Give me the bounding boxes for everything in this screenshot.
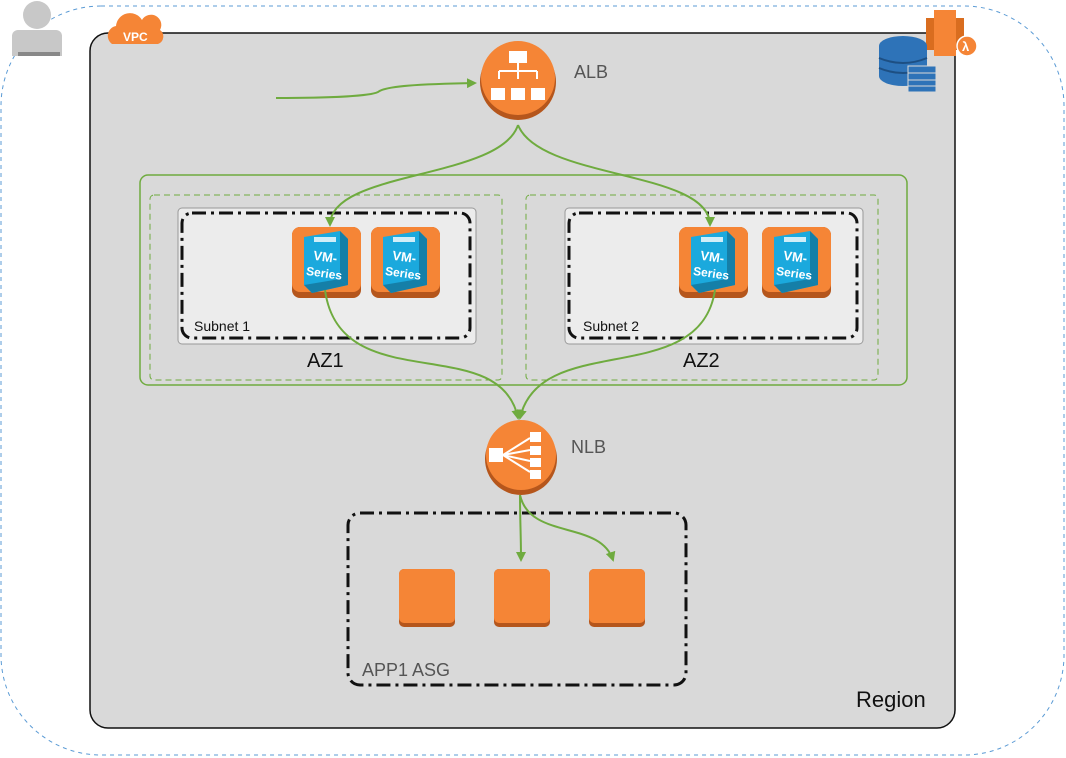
vm-series-icon: VM- Series: [292, 227, 361, 298]
svg-text:Series: Series: [384, 264, 422, 283]
ec2-instance-icon: [494, 569, 550, 627]
svg-text:VM-: VM-: [313, 248, 339, 266]
region-label: Region: [856, 687, 926, 712]
svg-text:VM-: VM-: [700, 248, 726, 266]
vm-series-icon: VM- Series: [679, 227, 748, 298]
vm-series-icon: VM- Series: [371, 227, 440, 298]
svg-text:VM-: VM-: [392, 248, 418, 266]
svg-text:Series: Series: [775, 264, 813, 283]
az1-box: [149, 194, 503, 381]
svg-text:VM-: VM-: [783, 248, 809, 266]
alb-icon: [480, 41, 556, 120]
svg-text:λ: λ: [962, 39, 970, 54]
az-container: [139, 174, 908, 386]
az1-label: AZ1: [307, 350, 344, 372]
nlb-label: NLB: [571, 437, 606, 457]
subnet2-label: Subnet 2: [583, 318, 639, 334]
svg-text:VPC: VPC: [123, 30, 148, 44]
asg-label: APP1 ASG: [362, 660, 450, 680]
ec2-instance-icon: [399, 569, 455, 627]
alb-label: ALB: [574, 62, 608, 82]
dynamodb-icon: [878, 36, 937, 93]
asg-group: [346, 511, 688, 687]
subnet1-group: [180, 211, 472, 340]
subnet2-group: [567, 211, 859, 340]
svg-text:Series: Series: [305, 264, 343, 283]
subnet1-label: Subnet 1: [194, 318, 250, 334]
lambda-icon: λ: [926, 10, 978, 57]
account-boundary: [0, 5, 1065, 756]
ec2-instance-icon: [589, 569, 645, 627]
traffic-flows: [275, 78, 716, 562]
vm-series-icon: VM- Series: [762, 227, 831, 298]
az2-label: AZ2: [683, 350, 720, 372]
svg-text:Series: Series: [692, 264, 730, 283]
az2-box: [525, 194, 879, 381]
nlb-icon: [485, 420, 557, 495]
vpc-cloud-icon: VPC: [107, 13, 164, 44]
user-icon: [12, 1, 62, 56]
region-box: [89, 32, 956, 729]
